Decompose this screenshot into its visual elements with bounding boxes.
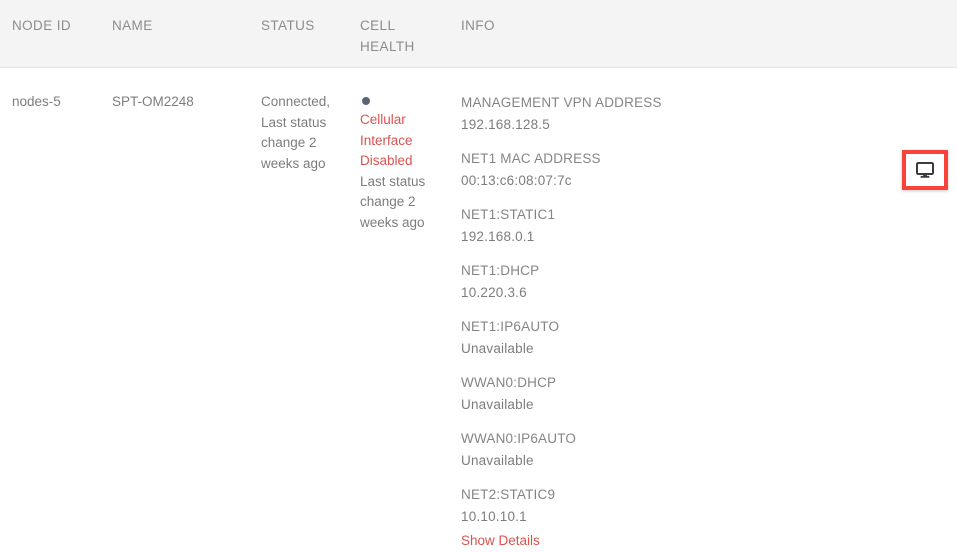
monitor-icon (916, 162, 934, 178)
info-value: 10.10.10.1 (461, 509, 527, 524)
info-label: MANAGEMENT VPN ADDRESS (461, 95, 662, 110)
status-state: Connected, (261, 94, 331, 109)
cell-info: MANAGEMENT VPN ADDRESS 192.168.128.5 NET… (461, 92, 791, 552)
info-group: NET1:IP6AUTO Unavailable (461, 316, 791, 360)
table-header-row: NODE ID NAME STATUS CELL HEALTH INFO (0, 0, 957, 68)
info-group: WWAN0:DHCP Unavailable (461, 372, 791, 416)
info-label: WWAN0:IP6AUTO (461, 431, 577, 446)
info-label: NET1:IP6AUTO (461, 319, 560, 334)
info-value: Unavailable (461, 341, 534, 356)
info-group: NET1 MAC ADDRESS 00:13:c6:08:07:7c (461, 148, 791, 192)
info-group: NET1:DHCP 10.220.3.6 (461, 260, 791, 304)
column-header-node-id[interactable]: NODE ID (12, 18, 72, 33)
info-value: 10.220.3.6 (461, 285, 527, 300)
cell-health-last-change: Last status change 2 weeks ago (360, 173, 426, 230)
info-label: NET2:STATIC9 (461, 487, 556, 502)
info-value: Unavailable (461, 453, 534, 468)
table-row: nodes-5 SPT-OM2248 Connected, Last statu… (0, 68, 957, 548)
column-header-info[interactable]: INFO (461, 18, 495, 33)
status-dot-icon (362, 97, 370, 105)
info-label: NET1 MAC ADDRESS (461, 151, 601, 166)
cell-node-id: nodes-5 (12, 94, 61, 109)
column-header-name[interactable]: NAME (112, 18, 153, 33)
info-group: WWAN0:IP6AUTO Unavailable (461, 428, 791, 472)
info-label: WWAN0:DHCP (461, 375, 557, 390)
info-group: NET1:STATIC1 192.168.0.1 (461, 204, 791, 248)
info-value: Unavailable (461, 397, 534, 412)
cell-cell-health: Cellular Interface Disabled Last status … (360, 92, 430, 233)
info-label: NET1:STATIC1 (461, 207, 556, 222)
info-value: 192.168.0.1 (461, 229, 535, 244)
info-value: 192.168.128.5 (461, 117, 550, 132)
action-highlight-box (902, 150, 948, 190)
open-console-button[interactable] (906, 154, 944, 186)
info-group: MANAGEMENT VPN ADDRESS 192.168.128.5 (461, 92, 791, 136)
cell-health-alert: Cellular Interface Disabled (360, 112, 413, 168)
info-group: NET2:STATIC9 10.10.10.1 Show Details (461, 484, 791, 552)
status-last-change: Last status change 2 weeks ago (261, 114, 327, 171)
info-value: 00:13:c6:08:07:7c (461, 173, 572, 188)
column-header-cell-health[interactable]: CELL HEALTH (360, 18, 415, 54)
cell-name: SPT-OM2248 (112, 94, 194, 109)
column-header-status[interactable]: STATUS (261, 18, 315, 33)
info-label: NET1:DHCP (461, 263, 540, 278)
show-details-link[interactable]: Show Details (461, 533, 540, 548)
cell-status: Connected, Last status change 2 weeks ag… (261, 92, 333, 174)
